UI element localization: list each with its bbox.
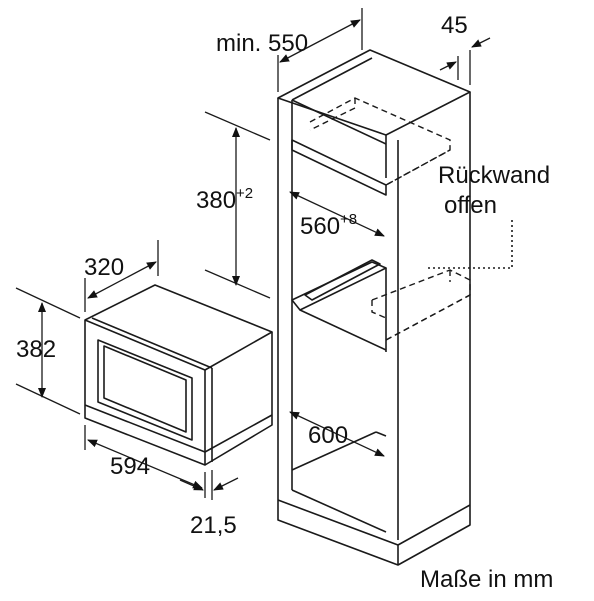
niche-width-label: 560+8 bbox=[300, 212, 357, 239]
oven-height-label: 382 bbox=[16, 336, 57, 363]
front-thickness-label: 21,5 bbox=[190, 512, 237, 539]
niche-height-tolerance: +2 bbox=[236, 185, 254, 202]
cabinet-depth-label: 600 bbox=[308, 422, 349, 449]
back-wall-dashed bbox=[309, 97, 471, 341]
niche-height-value: 380 bbox=[196, 187, 237, 214]
oven-width-label: 594 bbox=[110, 453, 151, 480]
back-wall-leader bbox=[425, 220, 513, 269]
dimension-lines bbox=[15, 8, 491, 500]
cabinet-width-label: min. 550 bbox=[216, 30, 309, 57]
oven-appliance bbox=[84, 284, 273, 466]
back-wall-label-line1: Rückwand bbox=[438, 162, 551, 189]
depth-offset-label: 45 bbox=[441, 12, 468, 39]
niche-width-tolerance: +8 bbox=[340, 211, 358, 228]
niche-width-value: 560 bbox=[300, 213, 341, 240]
units-note: Maße in mm bbox=[420, 566, 554, 593]
back-wall-label-line2: offen bbox=[444, 192, 497, 219]
niche-height-label: 380+2 bbox=[196, 186, 253, 213]
oven-depth-label: 320 bbox=[84, 254, 125, 281]
tall-cabinet bbox=[277, 49, 471, 566]
